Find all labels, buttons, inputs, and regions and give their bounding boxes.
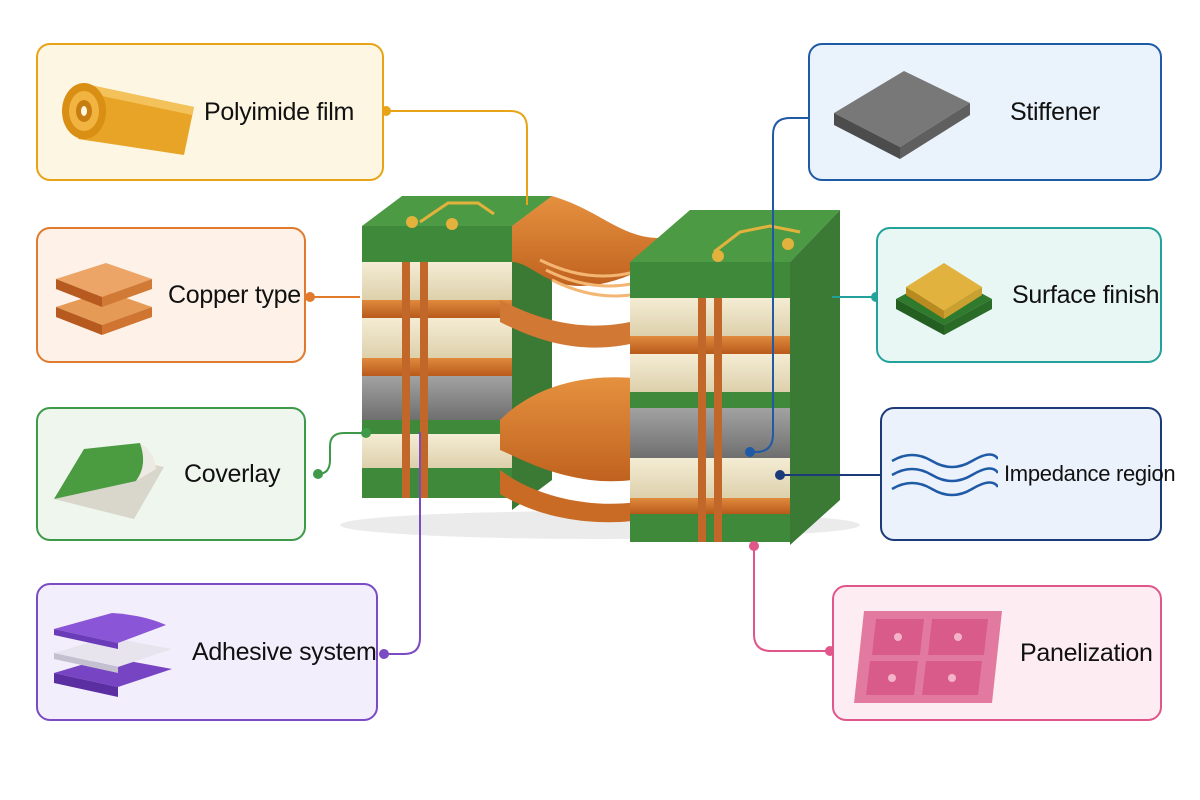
left-layer-mask-mid [362,420,512,434]
copper-type-label: Copper type [168,280,301,309]
left-top-via-pad-2 [446,218,458,230]
right-top-via-pad-1 [712,250,724,262]
callout-impedance-region[interactable]: Impedance region [880,407,1176,541]
right-layer-copper-1 [630,336,790,354]
left-layer-mask-bottom [362,468,512,498]
left-layer-mask-top [362,226,512,262]
film-roll-icon [62,83,194,155]
callout-stiffener[interactable]: Stiffener [808,43,1162,181]
left-layer-copper-2 [362,358,512,376]
gold-pad-icon [896,263,992,335]
impedance-region-label: Impedance region [1004,461,1176,486]
left-via-barrel-2 [420,262,428,498]
left-layer-stiffener [362,376,512,420]
right-layer-mask-mid [630,392,790,408]
callout-surface-finish[interactable]: Surface finish [876,227,1162,363]
metal-plate-icon [834,71,970,159]
right-side-face [790,210,840,545]
callout-adhesive-system[interactable]: Adhesive system [36,583,378,721]
copper-sheets-icon [56,263,152,335]
left-top-via-pad-1 [406,216,418,228]
panelization-label: Panelization [1020,638,1153,667]
right-layer-dielectric-1 [630,298,790,336]
right-via-barrel-2 [714,298,722,542]
wave-lines-icon [891,453,998,497]
stiffener-label: Stiffener [1010,97,1100,126]
coverlay-peel-icon [54,443,164,519]
right-top-via-pad-2 [782,238,794,250]
left-via-barrel-1 [402,262,410,498]
right-rigid-section [630,210,840,545]
left-layer-dielectric-1 [362,262,512,300]
callout-polyimide-film[interactable]: Polyimide film [36,43,384,181]
right-layer-stiffener [630,408,790,458]
callout-copper-type[interactable]: Copper type [36,227,306,363]
coverlay-label: Coverlay [184,459,281,488]
right-via-barrel-1 [698,298,706,542]
adhesive-layers-icon [54,613,172,697]
right-layer-dielectric-3 [630,458,790,498]
left-layer-dielectric-3 [362,434,512,468]
polyimide-film-label: Polyimide film [204,97,354,126]
left-layer-copper-1 [362,300,512,318]
flex-upper-top [512,196,720,286]
pcb-panel-icon [854,611,1002,703]
callout-coverlay[interactable]: Coverlay [36,407,306,541]
right-layer-copper-2 [630,498,790,514]
right-layer-dielectric-2 [630,354,790,392]
right-layer-mask-bottom [630,514,790,542]
surface-finish-label: Surface finish [1012,280,1160,309]
callout-panelization[interactable]: Panelization [832,585,1162,721]
left-layer-dielectric-2 [362,318,512,358]
adhesive-system-label: Adhesive system [192,637,377,666]
right-layer-mask-top [630,262,790,298]
